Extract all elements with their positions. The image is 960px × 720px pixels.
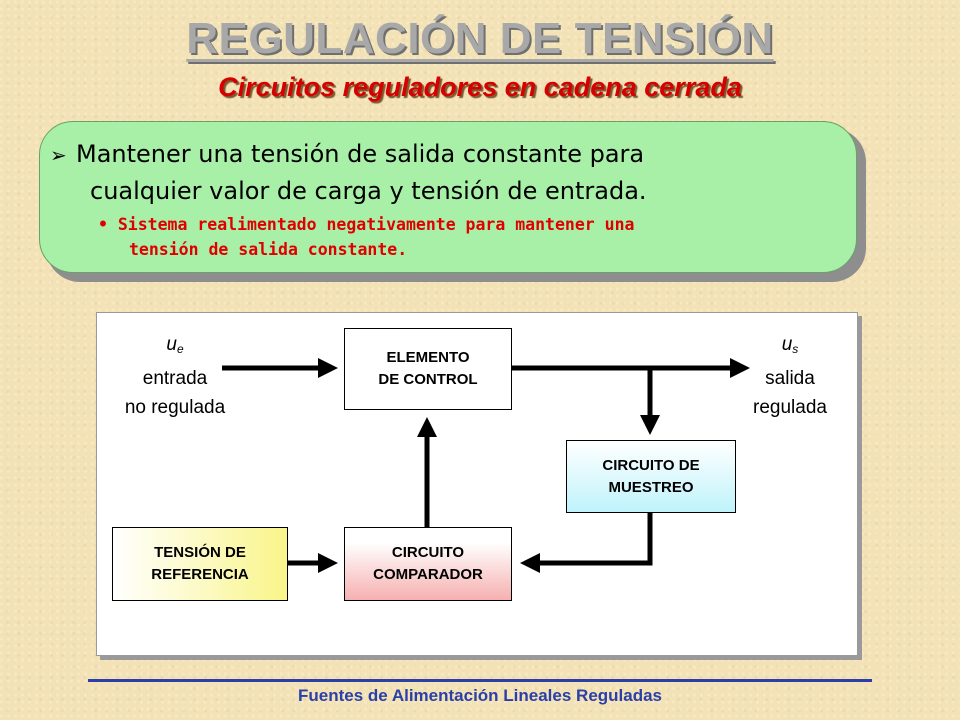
dot-bullet-icon: • bbox=[98, 215, 108, 234]
sub-bullet: • Sistema realimentado negativamente par… bbox=[98, 212, 838, 262]
control-element-label: ELEMENTO DE CONTROL bbox=[378, 349, 478, 388]
comparator-label: CIRCUITO COMPARADOR bbox=[373, 544, 483, 583]
footer-divider bbox=[88, 679, 872, 682]
feedback-line bbox=[540, 512, 653, 566]
main-bullet: ➢ Mantener una tensión de salida constant… bbox=[50, 136, 840, 209]
arrow-bullet-icon: ➢ bbox=[50, 143, 67, 167]
footer-text: Fuentes de Alimentación Lineales Regulad… bbox=[297, 686, 663, 705]
comparator-block: CIRCUITO COMPARADOR bbox=[344, 527, 512, 601]
input-label-line1: entrada bbox=[142, 368, 208, 389]
input-label: ue entrada no regulada bbox=[100, 330, 250, 422]
slide-title: REGULACIÓN DE TENSIÓN bbox=[186, 14, 774, 63]
main-bullet-line1: Mantener una tensión de salida constante… bbox=[76, 140, 645, 168]
sampling-circuit-label: CIRCUITO DE MUESTREO bbox=[602, 456, 700, 496]
output-label: us salida regulada bbox=[735, 330, 845, 422]
bullet-box bbox=[39, 121, 857, 273]
output-label-line2: regulada bbox=[753, 397, 827, 418]
sub-bullet-line2: tensión de salida constante. bbox=[129, 240, 408, 259]
main-bullet-line2: cualquier valor de carga y tensión de en… bbox=[90, 177, 647, 205]
slide-subtitle: Circuitos reguladores en cadena cerrada bbox=[218, 72, 742, 102]
reference-voltage-label: TENSIÓN DE REFERENCIA bbox=[151, 544, 249, 583]
control-element-block: ELEMENTO DE CONTROL bbox=[344, 328, 512, 410]
sampling-circuit-block: CIRCUITO DE MUESTREO bbox=[566, 440, 736, 513]
reference-voltage-block: TENSIÓN DE REFERENCIA bbox=[112, 527, 288, 601]
output-label-line1: salida bbox=[765, 368, 815, 389]
input-label-line2: no regulada bbox=[124, 397, 226, 418]
sub-bullet-line1: Sistema realimentado negativamente para … bbox=[117, 215, 635, 234]
